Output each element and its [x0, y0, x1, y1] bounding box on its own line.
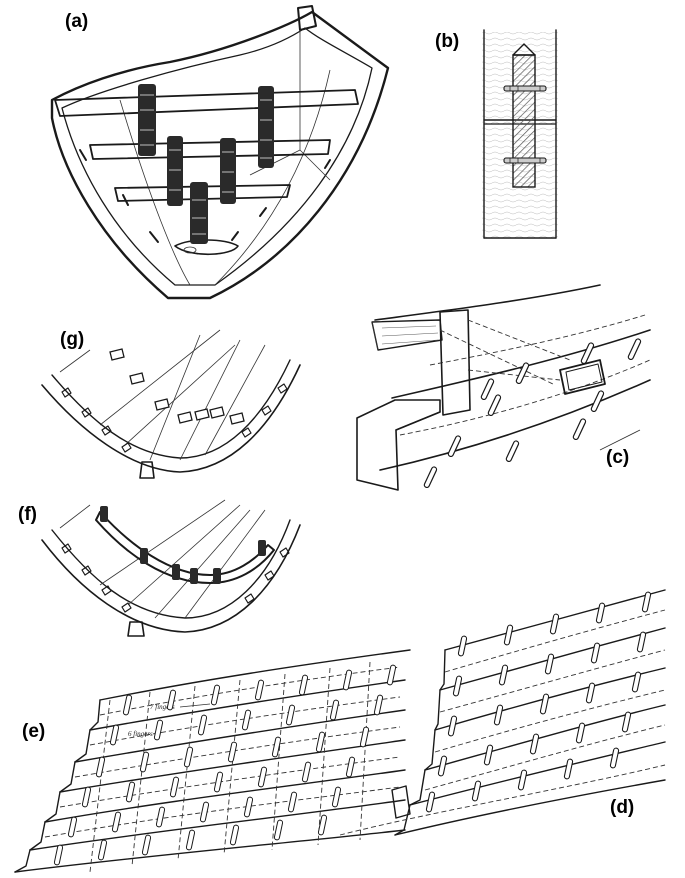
treenail-slot	[345, 756, 356, 778]
treenail-slot	[227, 741, 238, 763]
treenail-slot	[122, 694, 133, 716]
treenail-slot	[447, 715, 458, 737]
panel-e-planking-drawing: 7 fingers 6 fingers	[14, 649, 411, 873]
treenail-slot	[544, 653, 555, 675]
treenail-slot	[67, 816, 78, 838]
treenail-slot	[373, 694, 384, 716]
treenail-slot	[95, 756, 106, 778]
treenail-slot	[210, 684, 221, 706]
treenail-slot	[563, 758, 574, 780]
treenail-slot	[125, 781, 136, 803]
treenail-slot	[166, 689, 177, 711]
treenail-slot	[595, 602, 606, 624]
treenail-slot	[229, 824, 240, 846]
treenail-slot	[183, 746, 194, 768]
treenail-slot	[287, 791, 298, 813]
panel-b-joint-section	[482, 29, 558, 239]
treenail-slot	[169, 776, 180, 798]
treenail-slot	[517, 769, 528, 791]
treenail-slot	[155, 806, 166, 828]
treenail-slot	[590, 642, 601, 664]
treenail-slot	[97, 839, 108, 861]
treenail-slot	[498, 664, 509, 686]
panel-f-rib-drawing	[41, 499, 301, 637]
treenail-slot	[109, 724, 120, 746]
treenail-slot	[386, 664, 397, 686]
treenail-slot	[254, 679, 265, 701]
treenail-slot	[359, 726, 370, 748]
panel-e-treenails	[53, 664, 397, 866]
treenail-slot	[213, 771, 224, 793]
treenail-slot	[153, 719, 164, 741]
treenail-slot	[539, 693, 550, 715]
treenail-slot	[471, 780, 482, 802]
treenail-slot	[199, 801, 210, 823]
treenail-slot	[621, 711, 632, 733]
panel-d-planking-drawing	[339, 589, 666, 836]
panel-label-g: (g)	[60, 329, 85, 350]
treenail-slot	[301, 761, 312, 783]
treenail-slot	[111, 811, 122, 833]
treenail-slot	[493, 704, 504, 726]
treenail-slot	[575, 722, 586, 744]
treenail-slot	[139, 751, 150, 773]
treenail-slot	[457, 635, 468, 657]
treenail-slot	[243, 796, 254, 818]
treenail-slot	[529, 733, 540, 755]
treenail-slot	[609, 747, 620, 769]
treenail-slot	[437, 755, 448, 777]
treenail-slot	[185, 829, 196, 851]
treenail-slot	[271, 736, 282, 758]
treenail-slot	[317, 814, 328, 836]
treenail-slot	[81, 786, 92, 808]
treenail-slot	[285, 704, 296, 726]
treenail-slot	[483, 744, 494, 766]
treenail-slot	[425, 791, 436, 813]
panel-a-boat-drawing	[50, 5, 390, 300]
panel-label-e: (e)	[22, 721, 46, 742]
treenail-slot	[257, 766, 268, 788]
panel-c-frame-detail	[356, 284, 651, 491]
panel-label-c: (c)	[606, 447, 630, 468]
treenail-slot	[503, 624, 514, 646]
panel-label-a: (a)	[65, 11, 89, 32]
plank-note-7-fingers: 7 fingers	[150, 703, 175, 711]
treenail-slot	[452, 675, 463, 697]
plank-note-6-fingers: 6 fingers	[128, 730, 153, 738]
treenail-slot	[241, 709, 252, 731]
treenail-slot	[315, 731, 326, 753]
panel-label-f: (f)	[18, 504, 37, 525]
treenail-slot	[331, 786, 342, 808]
treenail-slot	[53, 844, 64, 866]
treenail-slot	[273, 819, 284, 841]
treenail-slot	[141, 834, 152, 856]
treenail-slot	[636, 631, 647, 653]
panel-g-cleats-drawing	[41, 329, 301, 479]
treenail-slot	[329, 699, 340, 721]
treenail-slot	[631, 671, 642, 693]
treenail-slot	[585, 682, 596, 704]
treenail-slot	[641, 591, 652, 613]
treenail-slot	[298, 674, 309, 696]
treenail-slot	[342, 669, 353, 691]
panel-label-b: (b)	[435, 31, 460, 52]
lashing-bundles	[138, 84, 274, 244]
treenail-slot	[549, 613, 560, 635]
panel-label-d: (d)	[610, 797, 635, 818]
treenail-slot	[197, 714, 208, 736]
